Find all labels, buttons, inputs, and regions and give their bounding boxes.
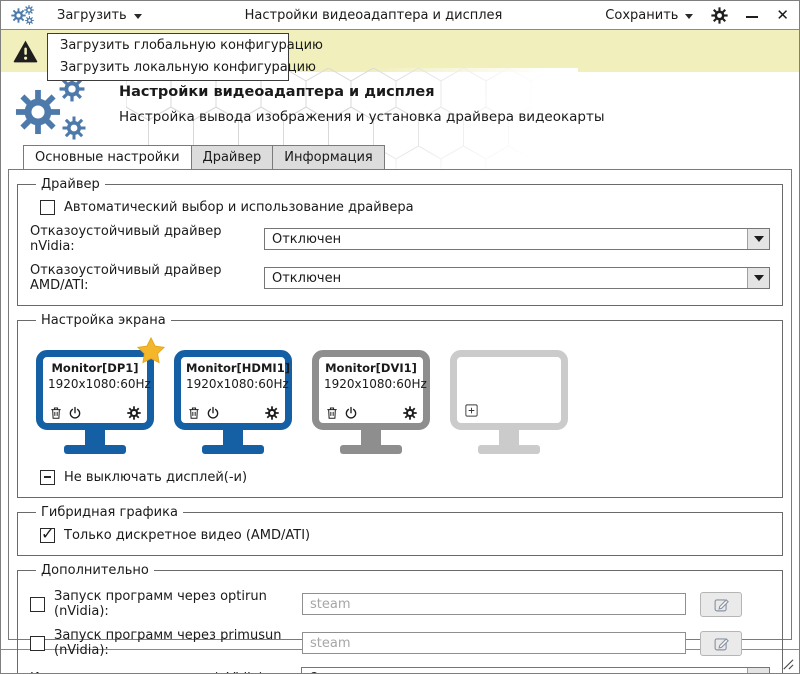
- chevron-down-icon: [133, 13, 142, 19]
- monitor-name: Monitor[DVI1]: [325, 361, 417, 375]
- driver-groupbox-legend: Драйвер: [41, 177, 100, 192]
- gear-icon[interactable]: [127, 406, 141, 420]
- hybrid-graphics-groupbox: Гибридная графика Только дискретное виде…: [17, 505, 783, 556]
- settings-gear-icon[interactable]: [711, 7, 728, 24]
- nvidia-failsafe-label: Отказоустойчивый драйвер nVidia:: [30, 224, 222, 254]
- monitor-resolution: 1920x1080:60Hz: [324, 377, 427, 391]
- app-logo-gears-icon: [11, 5, 37, 25]
- save-menu-button[interactable]: Сохранить: [605, 7, 694, 23]
- optirun-edit-button[interactable]: [700, 591, 742, 617]
- power-icon[interactable]: [206, 406, 220, 420]
- monitor-resolution: 1920x1080:60Hz: [48, 377, 151, 391]
- trash-icon[interactable]: [325, 406, 339, 420]
- menu-item-load-global-config[interactable]: Загрузить глобальную конфигурацию: [48, 35, 323, 57]
- load-menu-button[interactable]: Загрузить: [57, 8, 142, 23]
- screen-groupbox-legend: Настройка экрана: [41, 313, 166, 328]
- discrete-only-checkbox[interactable]: [40, 524, 55, 543]
- gear-icon[interactable]: [265, 406, 279, 420]
- primary-star-icon: [136, 336, 166, 366]
- optirun-label: Запуск программ через optirun (nVidia):: [54, 589, 267, 619]
- monitor-name: Monitor[HDMI1]: [186, 361, 290, 375]
- auto-driver-label: Автоматический выбор и использование дра…: [64, 200, 414, 215]
- header-gears-icon: [15, 76, 105, 142]
- page-title: Настройки видеоадаптера и дисплея: [119, 84, 435, 100]
- monitor-list: Monitor[DP1] 1920x1080:60Hz: [36, 350, 770, 454]
- extra-groupbox: Дополнительно Запуск программ через opti…: [17, 563, 783, 674]
- primusun-edit-button[interactable]: [700, 630, 742, 656]
- primusun-label: Запуск программ через primusun (nVidia):: [54, 628, 282, 658]
- chevron-down-icon: [685, 13, 694, 19]
- tab-bar: Основные настройки Драйвер Информация: [23, 145, 799, 170]
- power-icon[interactable]: [344, 406, 358, 420]
- tab-driver[interactable]: Драйвер: [191, 145, 274, 170]
- tab-main-settings[interactable]: Основные настройки: [23, 145, 192, 170]
- combo-dropdown-button[interactable]: [747, 268, 769, 288]
- load-dropdown-menu: Загрузить глобальную конфигурацию Загруз…: [47, 33, 323, 81]
- load-menu-label: Загрузить: [57, 7, 127, 23]
- page-subtitle: Настройка вывода изображения и установка…: [119, 109, 605, 125]
- primusun-checkbox[interactable]: [30, 635, 45, 651]
- power-icon[interactable]: [68, 406, 82, 420]
- driver-groupbox: Драйвер Автоматический выбор и использов…: [17, 177, 783, 306]
- optirun-command-input[interactable]: [302, 593, 686, 615]
- titlebar: Загрузить Настройки видеоадаптера и дисп…: [1, 1, 799, 29]
- chevron-down-icon: [753, 275, 764, 281]
- hybrid-groupbox-legend: Гибридная графика: [41, 505, 178, 520]
- nvidia-failsafe-combobox[interactable]: Отключен: [264, 228, 770, 250]
- monitor-hdmi1[interactable]: Monitor[HDMI1] 1920x1080:60Hz: [174, 350, 292, 454]
- minimize-button[interactable]: [746, 12, 759, 19]
- extra-groupbox-legend: Дополнительно: [41, 563, 149, 578]
- monitor-dp1[interactable]: Monitor[DP1] 1920x1080:60Hz: [36, 350, 154, 454]
- tearfix-combobox[interactable]: Отключено: [301, 667, 770, 673]
- monitor-empty-slot[interactable]: [450, 350, 568, 454]
- discrete-only-label: Только дискретное видео (AMD/ATI): [64, 528, 311, 543]
- trash-icon[interactable]: [49, 406, 63, 420]
- keep-display-on-checkbox[interactable]: [40, 470, 55, 485]
- nvidia-failsafe-value: Отключен: [272, 232, 342, 247]
- amd-failsafe-value: Отключен: [272, 271, 342, 286]
- trash-icon[interactable]: [187, 406, 201, 420]
- auto-driver-checkbox[interactable]: [40, 200, 55, 215]
- screen-groupbox: Настройка экрана Monitor[DP1] 1920x1080:…: [17, 313, 783, 498]
- tab-panel: Драйвер Автоматический выбор и использов…: [8, 169, 792, 673]
- warning-triangle-icon: [13, 39, 38, 64]
- primusun-command-input[interactable]: [302, 632, 686, 654]
- tearfix-label: Исправить разрыв кадров (nVidia):: [30, 671, 301, 674]
- optirun-checkbox[interactable]: [30, 596, 45, 612]
- combo-dropdown-button[interactable]: [747, 668, 769, 673]
- pencil-icon: [713, 596, 730, 613]
- tab-information[interactable]: Информация: [273, 145, 385, 170]
- close-button[interactable]: ✕: [776, 5, 789, 24]
- monitor-dvi1[interactable]: Monitor[DVI1] 1920x1080:60Hz: [312, 350, 430, 454]
- monitor-name: Monitor[DP1]: [51, 361, 139, 375]
- combo-dropdown-button[interactable]: [747, 229, 769, 249]
- page-header: Настройки видеоадаптера и дисплея Настро…: [1, 72, 799, 145]
- gear-icon[interactable]: [403, 406, 417, 420]
- plus-square-icon[interactable]: [464, 403, 479, 418]
- amd-failsafe-label: Отказоустойчивый драйвер AMD/ATI:: [30, 263, 222, 293]
- amd-failsafe-combobox[interactable]: Отключен: [264, 267, 770, 289]
- save-menu-label: Сохранить: [605, 7, 679, 23]
- pencil-icon: [713, 635, 730, 652]
- tearfix-value: Отключено: [302, 668, 747, 673]
- window-title: Настройки видеоадаптера и дисплея: [244, 7, 503, 23]
- monitor-resolution: 1920x1080:60Hz: [186, 377, 289, 391]
- keep-display-on-label: Не выключать дисплей(-и): [64, 470, 248, 485]
- menu-item-load-local-config[interactable]: Загрузить локальную конфигурацию: [48, 57, 316, 79]
- chevron-down-icon: [753, 236, 764, 242]
